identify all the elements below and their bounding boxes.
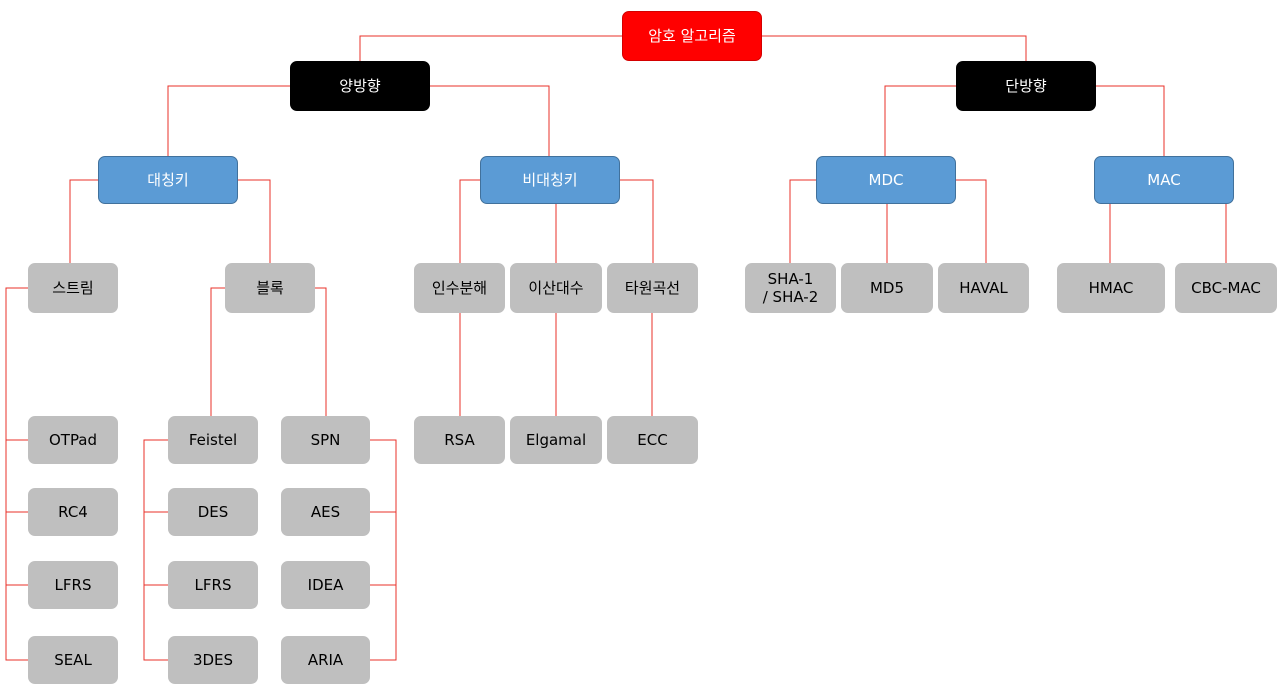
node-symmetric-key: 대칭키 (98, 156, 238, 204)
node-elgamal: Elgamal (510, 416, 602, 464)
connector-stream-bus (5, 287, 28, 661)
node-idea: IDEA (281, 561, 370, 609)
node-factorization: 인수분해 (414, 263, 505, 313)
node-des: DES (168, 488, 258, 536)
node-rsa: RSA (414, 416, 505, 464)
node-two-way: 양방향 (290, 61, 430, 111)
node-lfrs-block: LFRS (168, 561, 258, 609)
node-crypto-algorithm: 암호 알고리즘 (622, 11, 762, 61)
node-lfrs-stream: LFRS (28, 561, 118, 609)
node-rc4: RC4 (28, 488, 118, 536)
connector-block-feistel (210, 287, 225, 416)
connector-spn-bus (370, 439, 397, 661)
node-elliptic-curve: 타원곡선 (607, 263, 698, 313)
node-aes: AES (281, 488, 370, 536)
node-otpad: OTPad (28, 416, 118, 464)
node-cbc-mac: CBC-MAC (1175, 263, 1277, 313)
connector-symmetric-block (238, 179, 271, 263)
connector-mdc-sha (789, 179, 816, 263)
node-hmac: HMAC (1057, 263, 1165, 313)
connector-asymmetric-elliptic (620, 179, 654, 263)
node-aria: ARIA (281, 636, 370, 684)
node-stream: 스트림 (28, 263, 118, 313)
node-spn: SPN (281, 416, 370, 464)
node-ecc: ECC (607, 416, 698, 464)
connector-asymmetric-factorization (459, 179, 480, 263)
connector-root-one-way (762, 35, 1027, 61)
node-mac: MAC (1094, 156, 1234, 204)
connector-mdc-haval (956, 179, 987, 263)
connector-block-spn (315, 287, 327, 416)
node-feistel: Feistel (168, 416, 258, 464)
node-haval: HAVAL (938, 263, 1029, 313)
connector-one-way-mac (1096, 85, 1165, 156)
connector-two-way-symmetric (167, 85, 290, 156)
node-md5: MD5 (841, 263, 933, 313)
node-one-way: 단방향 (956, 61, 1096, 111)
node-3des: 3DES (168, 636, 258, 684)
connector-two-way-asymmetric (430, 85, 550, 156)
node-block: 블록 (225, 263, 315, 313)
connector-feistel-bus (143, 439, 168, 661)
connector-symmetric-stream (69, 179, 98, 263)
node-mdc: MDC (816, 156, 956, 204)
connector-root-two-way (359, 35, 622, 61)
node-discrete-log: 이산대수 (510, 263, 602, 313)
node-asymmetric-key: 비대칭키 (480, 156, 620, 204)
node-sha: SHA-1 / SHA-2 (745, 263, 836, 313)
connector-one-way-mdc (884, 85, 956, 156)
node-seal: SEAL (28, 636, 118, 684)
